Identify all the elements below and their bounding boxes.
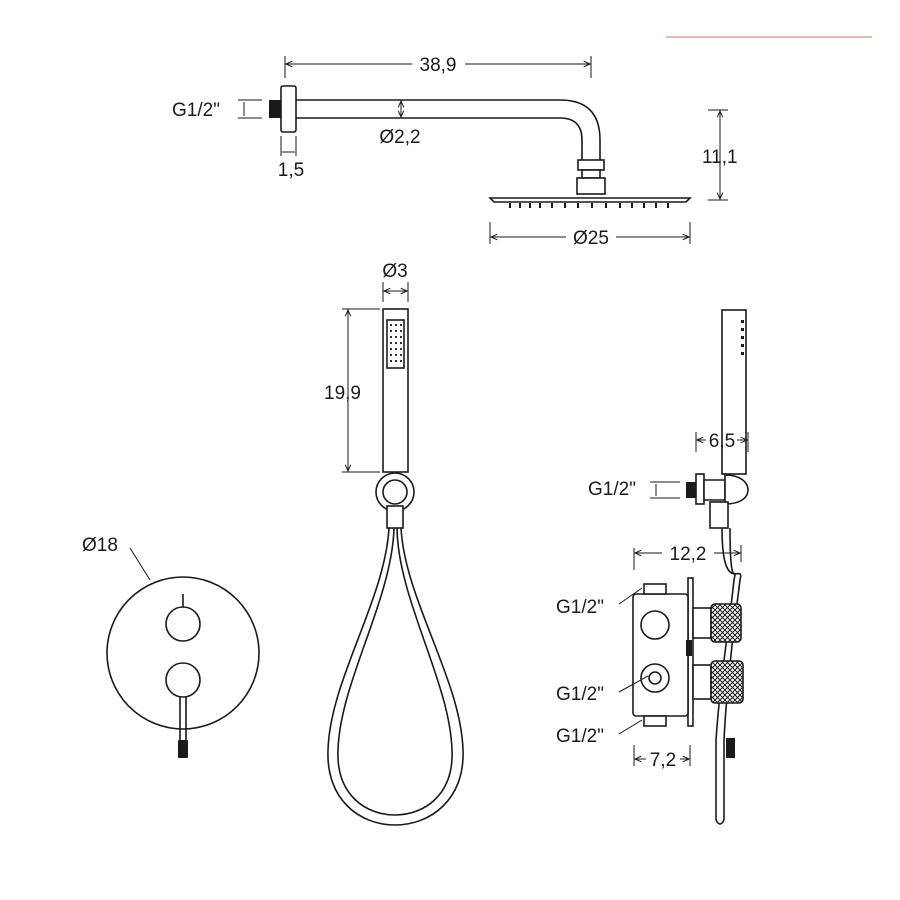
head-height-label: 11,1 — [702, 147, 738, 168]
flange-depth-label: 1,5 — [278, 160, 304, 181]
mixer-plate-view: Ø18 — [82, 535, 260, 758]
arm-diameter-label: Ø2,2 — [379, 127, 420, 148]
wall-thread-label: G1/2" — [172, 100, 220, 121]
arm-length-label: 38,9 — [420, 55, 457, 76]
bracket-thread-label: G1/2" — [588, 479, 636, 500]
bracket-depth-label: 6,5 — [709, 431, 735, 452]
box-depth-total-label: 12,2 — [670, 544, 707, 565]
box-thread-top-label: G1/2" — [556, 597, 604, 618]
head-diameter-label: Ø25 — [573, 228, 609, 249]
box-thread-mid-label: G1/2" — [556, 684, 604, 705]
hand-shower-view: Ø3 19,9 — [324, 261, 464, 826]
handset-length-label: 19,9 — [324, 383, 361, 404]
shower-arm-view: 38,9 G1/2" Ø2,2 — [172, 55, 738, 249]
handset-width-label: Ø3 — [382, 261, 407, 282]
side-installation-view: 6,5 G1/2" 12,2 G1/2" G1/2" G1/2" — [556, 309, 749, 825]
plate-diameter-label: Ø18 — [82, 535, 118, 556]
box-depth-label: 7,2 — [650, 750, 676, 771]
box-thread-bottom-label: G1/2" — [556, 726, 604, 747]
